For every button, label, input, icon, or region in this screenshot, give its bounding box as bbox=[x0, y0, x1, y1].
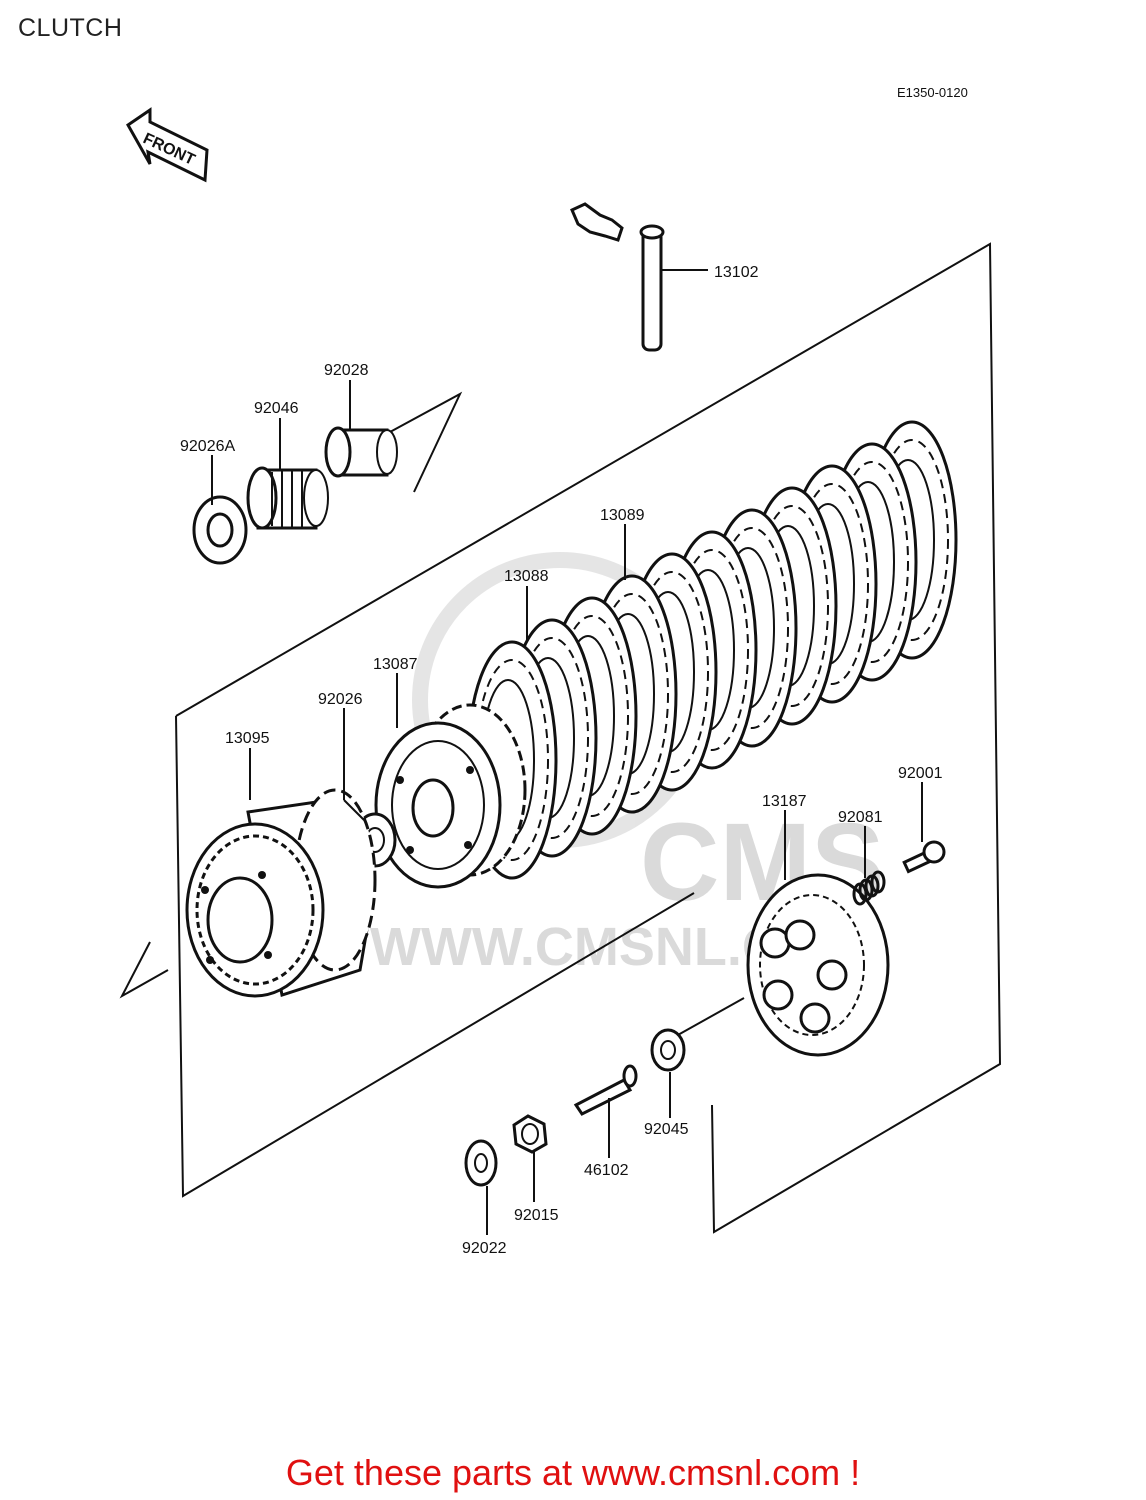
part-label: 13087 bbox=[373, 656, 418, 673]
part-92022-shape bbox=[464, 1139, 498, 1187]
part-13095-shape bbox=[185, 788, 377, 998]
part-label: 13088 bbox=[504, 568, 549, 585]
part-label: 92015 bbox=[514, 1207, 559, 1224]
part-label: 92046 bbox=[254, 400, 299, 417]
part-46102-shape bbox=[573, 1064, 638, 1116]
part-92028-shape bbox=[324, 426, 398, 478]
part-label: 13089 bbox=[600, 507, 645, 524]
leader-lines bbox=[211, 269, 923, 1235]
part-13187-shape bbox=[746, 873, 890, 1057]
part-label: 92026A bbox=[180, 438, 235, 455]
diagram-code: E1350-0120 bbox=[897, 85, 968, 100]
front-arrow-icon: FRONT bbox=[126, 107, 209, 183]
part-label: 92028 bbox=[324, 362, 369, 379]
part-label: 92081 bbox=[838, 809, 883, 826]
part-label: 92026 bbox=[318, 691, 363, 708]
part-label: 46102 bbox=[584, 1162, 629, 1179]
part-92081-shape bbox=[852, 870, 886, 906]
part-label: 92045 bbox=[644, 1121, 689, 1138]
page-title: CLUTCH bbox=[18, 14, 123, 42]
footer-cta-link[interactable]: Get these parts at www.cmsnl.com ! bbox=[285, 1452, 861, 1493]
part-92026A-shape bbox=[192, 495, 248, 565]
part-label: 92022 bbox=[462, 1240, 507, 1257]
part-92015-shape bbox=[512, 1114, 548, 1154]
part-label: 92001 bbox=[898, 765, 943, 782]
part-labels: 13102 92028 92046 92026A 13089 13088 130… bbox=[180, 264, 943, 1257]
part-92045-shape bbox=[650, 1028, 686, 1072]
part-label: 13187 bbox=[762, 793, 807, 810]
part-13087-shape bbox=[374, 703, 527, 889]
part-92046-shape bbox=[246, 466, 329, 530]
part-label: 13102 bbox=[714, 264, 759, 281]
part-label: 13095 bbox=[225, 730, 270, 747]
part-92001-shape bbox=[902, 840, 946, 874]
part-13102-shape bbox=[570, 202, 665, 352]
